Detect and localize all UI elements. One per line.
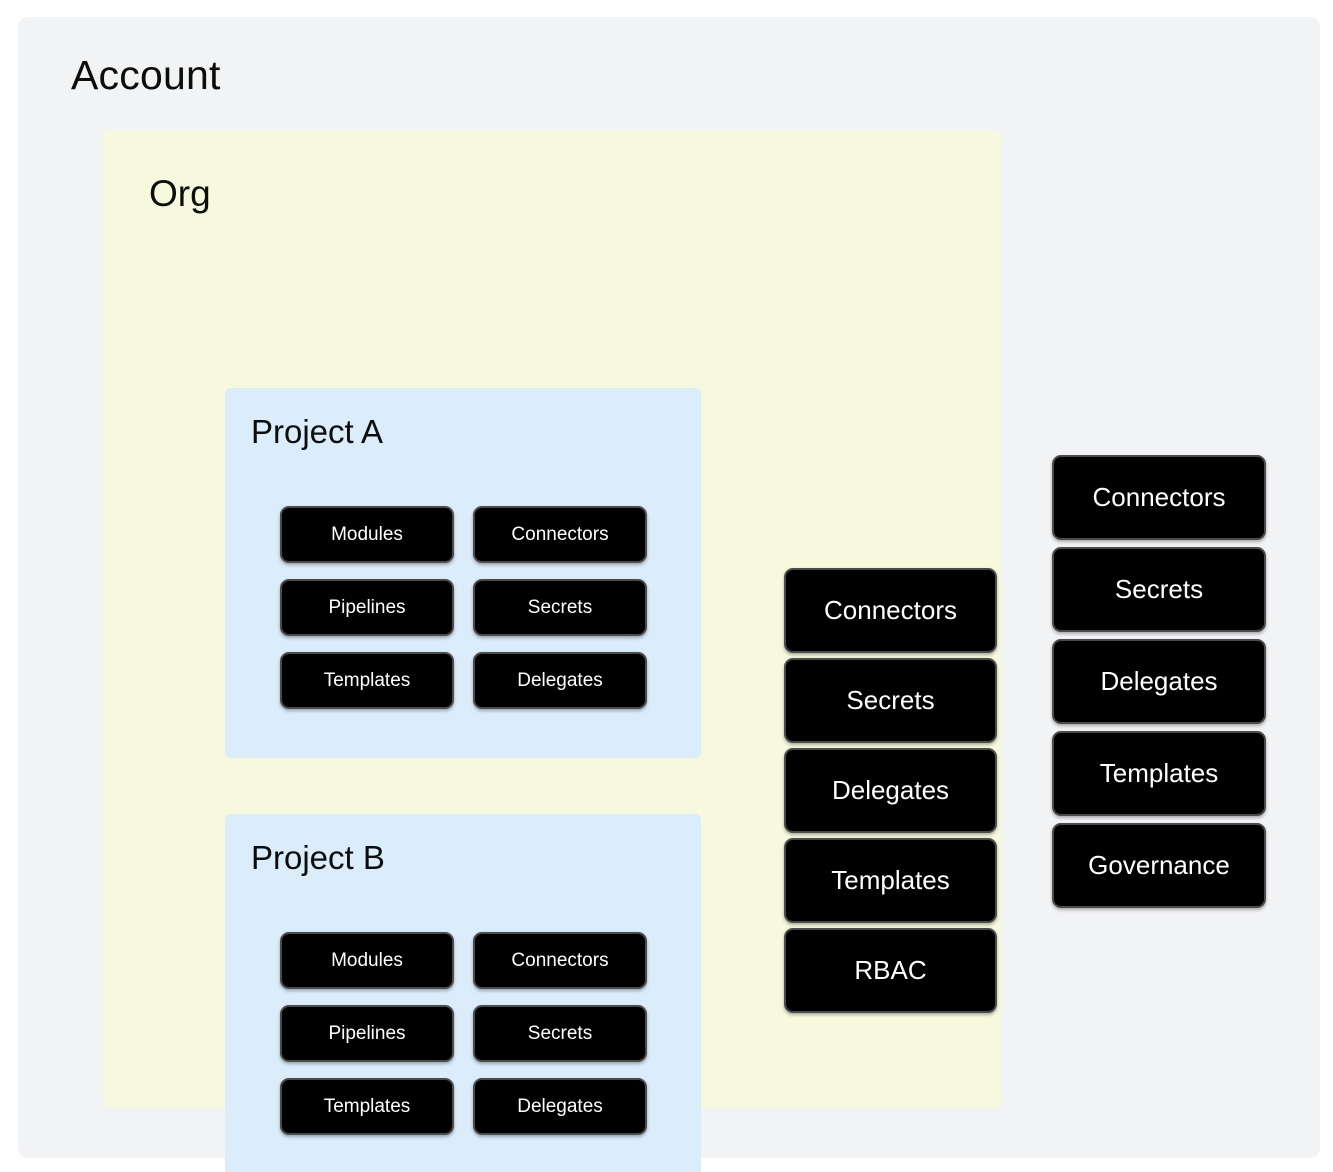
project-a-container: Project A Modules Connectors Pipelines S…: [225, 388, 701, 758]
account-node-templates[interactable]: Templates: [1052, 731, 1266, 816]
project-b-node-connectors[interactable]: Connectors: [473, 932, 647, 989]
account-scope-container: Account Org Project A Modules Connectors…: [18, 17, 1320, 1172]
project-b-node-pipelines[interactable]: Pipelines: [280, 1005, 454, 1062]
project-a-node-pipelines[interactable]: Pipelines: [280, 579, 454, 636]
project-a-node-delegates[interactable]: Delegates: [473, 652, 647, 709]
project-b-node-modules[interactable]: Modules: [280, 932, 454, 989]
org-resource-column: Connectors Secrets Delegates Templates R…: [784, 568, 997, 1013]
project-a-node-templates[interactable]: Templates: [280, 652, 454, 709]
project-b-node-delegates[interactable]: Delegates: [473, 1078, 647, 1135]
project-a-resource-grid: Modules Connectors Pipelines Secrets Tem…: [280, 506, 647, 709]
account-node-secrets[interactable]: Secrets: [1052, 547, 1266, 632]
org-node-rbac[interactable]: RBAC: [784, 928, 997, 1013]
project-a-node-secrets[interactable]: Secrets: [473, 579, 647, 636]
account-resource-column: Connectors Secrets Delegates Templates G…: [1052, 455, 1266, 908]
project-b-node-templates[interactable]: Templates: [280, 1078, 454, 1135]
account-scope-label: Account: [71, 52, 221, 98]
account-node-delegates[interactable]: Delegates: [1052, 639, 1266, 724]
project-a-label: Project A: [251, 413, 384, 450]
project-b-label: Project B: [251, 839, 385, 876]
org-node-templates[interactable]: Templates: [784, 838, 997, 923]
project-b-container: Project B Modules Connectors Pipelines S…: [225, 814, 701, 1172]
project-b-node-secrets[interactable]: Secrets: [473, 1005, 647, 1062]
org-node-delegates[interactable]: Delegates: [784, 748, 997, 833]
account-node-connectors[interactable]: Connectors: [1052, 455, 1266, 540]
project-a-node-connectors[interactable]: Connectors: [473, 506, 647, 563]
org-scope-container: Org Project A Modules Connectors Pipelin…: [103, 130, 1001, 1172]
org-scope-label: Org: [149, 173, 211, 214]
project-a-node-modules[interactable]: Modules: [280, 506, 454, 563]
account-node-governance[interactable]: Governance: [1052, 823, 1266, 908]
project-b-resource-grid: Modules Connectors Pipelines Secrets Tem…: [280, 932, 647, 1135]
org-node-secrets[interactable]: Secrets: [784, 658, 997, 743]
org-node-connectors[interactable]: Connectors: [784, 568, 997, 653]
